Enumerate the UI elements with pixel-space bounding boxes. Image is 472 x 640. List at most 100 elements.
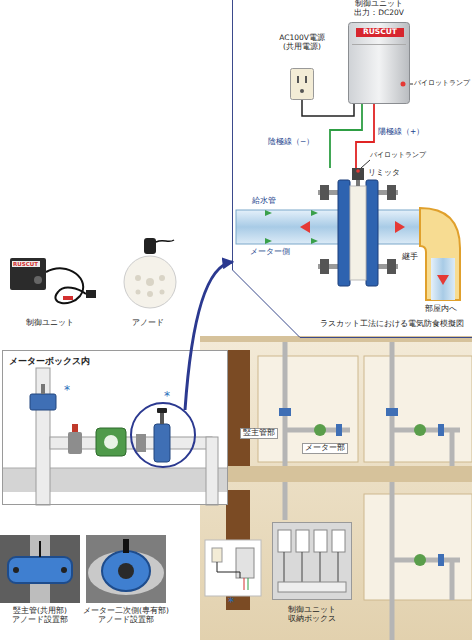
part-name: リミッタ (368, 169, 408, 178)
building-section (364, 356, 472, 462)
building-section (392, 482, 460, 640)
meter-anode-photo: メーター二次側(専有部) アノード設置部 (86, 535, 166, 603)
control-unit-photo (46, 268, 86, 303)
anode-photo (144, 238, 156, 254)
highlight-circle (130, 402, 196, 468)
control-unit (349, 23, 410, 104)
power-outlet (305, 76, 307, 83)
meter-box-interior (96, 428, 126, 456)
photo-caption: メーター二次側(専有部) アノード設置部 (80, 607, 172, 624)
building-section (200, 466, 472, 482)
building-section (200, 336, 472, 640)
area-name: メーター部 (302, 443, 348, 454)
callout-mark: * (64, 384, 70, 398)
highlight-circle: * (130, 402, 196, 468)
building-section (336, 424, 342, 436)
inset-panel: ラスカット工法における電気防食模擬図制御ユニット 出力：DC20VRUSCUTA… (232, 0, 472, 338)
flange-anode (387, 259, 396, 274)
riser-anode-photo (61, 567, 67, 573)
riser-anode-photo (8, 557, 72, 583)
wire (330, 104, 362, 168)
highlight-circle (131, 403, 195, 467)
part-name: 継手 (402, 252, 418, 261)
building-section (438, 424, 444, 436)
control-unit-photo (8, 252, 100, 310)
meter-box-interior (104, 435, 118, 449)
flange-anode (356, 180, 360, 186)
meter-box-interior (154, 424, 170, 462)
water-pipe (437, 275, 449, 285)
building-section (392, 342, 460, 466)
leader-line (361, 160, 370, 168)
anode-photo (135, 275, 141, 281)
part-name: パイロットランプ (414, 79, 470, 87)
wiring-sketch (248, 578, 249, 590)
water-pipe (300, 221, 310, 233)
outlet-heading: AC100V電源 (共用電源) (270, 34, 334, 51)
wire (302, 100, 354, 116)
wire (356, 104, 374, 168)
unit-box-photo (278, 530, 345, 552)
power-outlet (300, 89, 304, 93)
building-section (200, 336, 472, 342)
water-pipe (311, 210, 318, 216)
flow-note: 部屋内へ (425, 304, 457, 313)
meter-box-interior (41, 384, 45, 394)
riser-anode-photo (0, 535, 80, 603)
building-section (258, 356, 358, 462)
brand-logo: RUSCUT (13, 261, 38, 267)
control-unit-photo (12, 261, 40, 267)
anode-photo (124, 256, 176, 308)
photo-caption: 竪主管(共用部) アノード設置部 (0, 607, 82, 624)
flange-anode: リミッタ (318, 168, 398, 290)
unit-box-photo (278, 530, 291, 552)
building-section (414, 554, 426, 566)
wire-label: 陽極線（+） (378, 128, 424, 137)
building-section (438, 554, 444, 566)
unit-box-photo (296, 530, 309, 552)
flange-anode (320, 259, 329, 274)
water-pipe (431, 258, 455, 300)
flange-anode (356, 169, 360, 173)
figure-caption: ラスカット工法における電気防食模擬図 (320, 319, 472, 328)
meter-box-panel: メーターボックス内* (2, 350, 228, 505)
callout-mark: * (164, 390, 170, 404)
building-section (314, 424, 326, 436)
wiring-sketch (244, 578, 245, 590)
part-name: パイロットランプ (370, 151, 426, 159)
flange-anode (350, 186, 366, 280)
meter-anode-photo (86, 535, 166, 603)
meter-box-interior (72, 424, 78, 432)
wire-label: 陰極線（−） (268, 138, 314, 147)
meter-anode-photo (118, 563, 134, 579)
power-outlet (290, 68, 314, 100)
control-unit-photo (10, 258, 46, 290)
wiring-sketch (205, 540, 261, 596)
unit-box-photo (332, 530, 345, 552)
water-pipe (395, 221, 405, 233)
water-pipe (236, 210, 340, 244)
control-unit-photo (63, 296, 73, 300)
riser-anode-photo: 竪主管(共用部) アノード設置部 (0, 535, 80, 603)
unit-box-photo (272, 522, 352, 600)
unit-box-photo: 制御ユニット 収納ボックス (272, 522, 352, 600)
building-section (364, 494, 472, 600)
riser-anode-photo (13, 567, 19, 573)
callout-mark: * (228, 596, 234, 610)
meter-box-interior (157, 408, 167, 413)
anode-photo (156, 240, 174, 242)
flange-anode (366, 180, 378, 286)
part-name: メーター側 (250, 247, 290, 256)
power-outlet: AC100V電源 (共用電源) (290, 68, 314, 100)
control-unit (352, 44, 406, 45)
unit-box-photo (314, 530, 327, 552)
meter-box-interior (2, 350, 228, 505)
meter-anode-photo (102, 551, 150, 591)
meter-box-interior (160, 412, 164, 424)
anode-photo (147, 291, 153, 297)
brand-logo: RUSCUT (356, 28, 404, 37)
water-pipe (265, 210, 272, 216)
meter-anode-photo (123, 539, 129, 553)
